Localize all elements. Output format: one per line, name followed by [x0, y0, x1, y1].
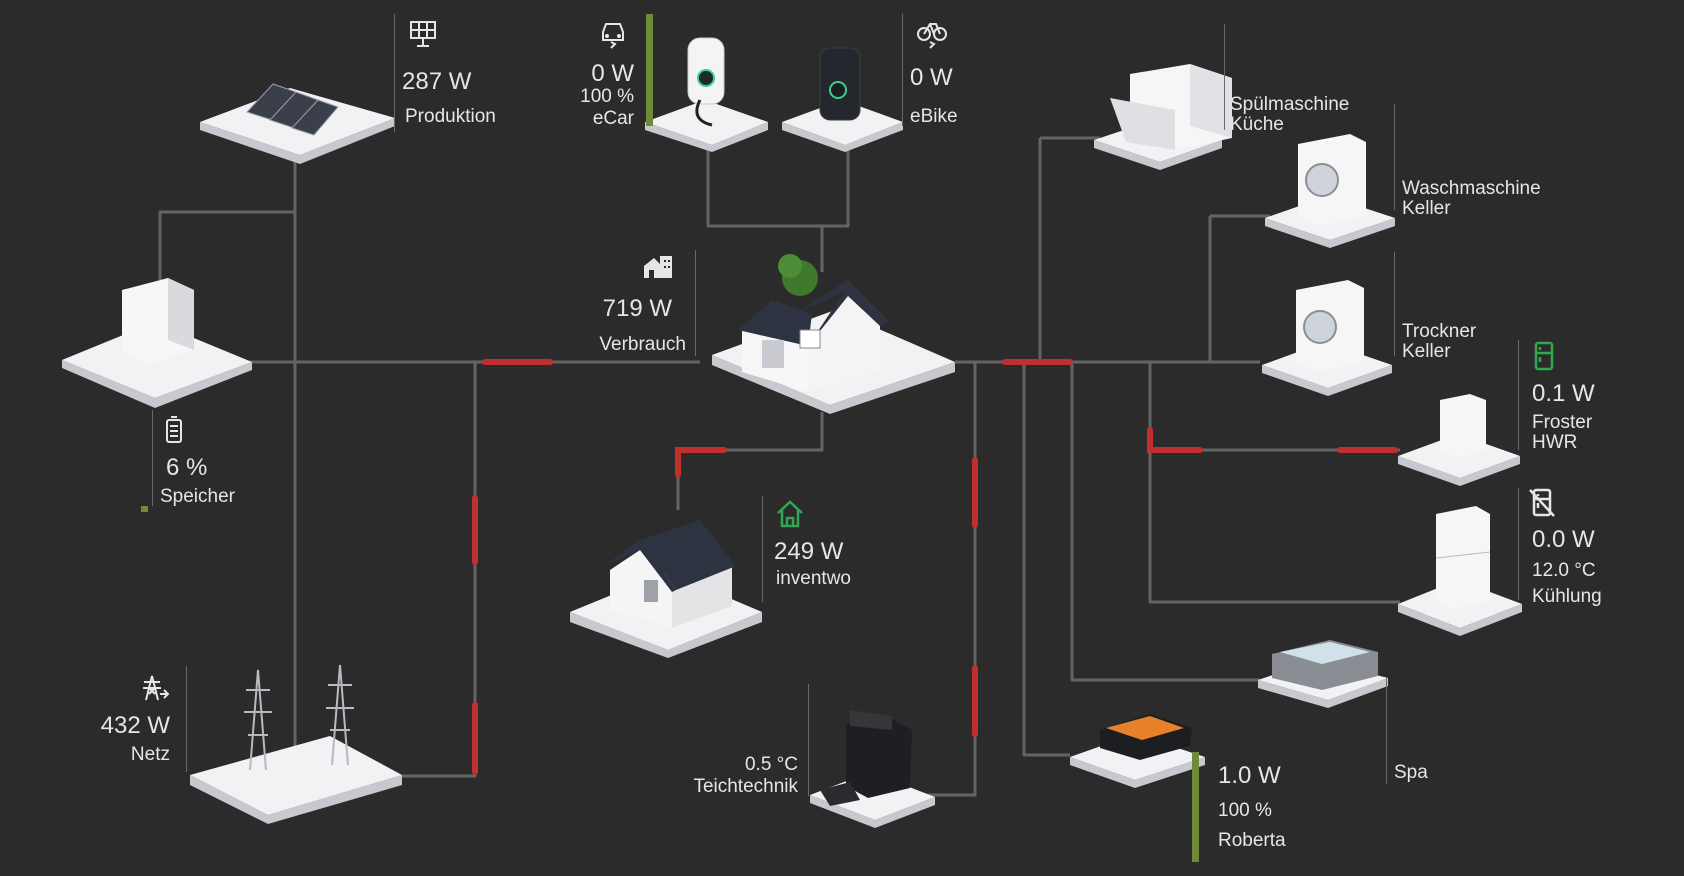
home-outline-icon	[777, 500, 803, 528]
washer-room: Keller	[1402, 198, 1451, 219]
spa-plate	[1258, 640, 1388, 708]
consumption-value: 719 W	[602, 295, 672, 322]
dryer-room: Keller	[1402, 341, 1451, 362]
storage-value: 6 %	[166, 454, 208, 481]
mower-plate	[1070, 714, 1205, 788]
line-spa	[1070, 362, 1260, 682]
grid-value: 432 W	[100, 712, 170, 739]
solar-plate	[200, 83, 395, 164]
ecar-value: 0 W	[591, 60, 634, 87]
production-value: 287 W	[402, 68, 472, 95]
inventwo-label: inventwo	[776, 568, 851, 589]
line-production	[158, 150, 297, 280]
line-inventwo	[676, 412, 824, 510]
line-mower	[1022, 362, 1070, 757]
ecar-soc-bar	[646, 14, 653, 126]
ecar-soc: 100 %	[580, 86, 634, 107]
fridge-value: 0.0 W	[1532, 526, 1595, 553]
fridge-temperature: 12.0 °C	[1532, 560, 1596, 581]
bike-charging-icon	[917, 23, 947, 49]
line-pond	[905, 362, 977, 797]
ebike-label: eBike	[910, 106, 958, 127]
fridge-off-icon	[1529, 488, 1555, 517]
line-chargers	[706, 140, 850, 228]
ecar-label: eCar	[592, 108, 634, 129]
fridge-plate	[1398, 506, 1522, 636]
power-tower-icon	[143, 675, 170, 701]
active-flow-segments	[472, 359, 1398, 775]
pond-temperature: 0.5 °C	[744, 754, 798, 775]
house-plate	[712, 254, 955, 414]
freezer-plate	[1398, 394, 1520, 486]
solar-panel-icon	[410, 21, 436, 47]
pond-label: Teichtechnik	[693, 776, 798, 797]
mower-soc-bar	[1192, 752, 1199, 862]
ebike-value: 0 W	[910, 64, 953, 91]
battery-icon	[166, 416, 182, 443]
ebike-plate	[782, 47, 903, 152]
car-charging-icon	[602, 23, 624, 49]
mower-label: Roberta	[1218, 830, 1286, 851]
storage-plate	[62, 278, 252, 408]
washer-plate	[1265, 134, 1395, 248]
line-fridge	[1148, 362, 1400, 604]
spa-label: Spa	[1394, 762, 1428, 783]
grid-plate	[190, 664, 402, 824]
storage-label: Speicher	[160, 486, 235, 507]
fridge-label: Kühlung	[1532, 586, 1602, 607]
production-label: Produktion	[405, 106, 496, 127]
freezer-name: Froster	[1532, 412, 1593, 433]
inventwo-plate	[570, 520, 762, 658]
mower-battery: 100 %	[1218, 800, 1272, 821]
pond-plate	[810, 710, 935, 828]
dishwasher-room: Küche	[1230, 114, 1284, 135]
inventwo-value: 249 W	[774, 538, 844, 565]
dishwasher-plate	[1094, 64, 1232, 170]
ecar-plate	[645, 37, 768, 152]
mower-value: 1.0 W	[1218, 762, 1281, 789]
dryer-name: Trockner	[1402, 321, 1477, 342]
dryer-plate	[1262, 280, 1392, 396]
line-grid-to-bus	[400, 362, 477, 778]
consumption-label: Verbrauch	[599, 334, 686, 355]
dishwasher-name: Spülmaschine	[1230, 94, 1350, 115]
freezer-value: 0.1 W	[1532, 380, 1595, 407]
storage-soc-bar	[141, 506, 148, 512]
freezer-room: HWR	[1532, 432, 1578, 453]
house-building-icon	[644, 256, 672, 278]
grid-label: Netz	[130, 744, 170, 765]
washer-name: Waschmaschine	[1402, 178, 1541, 199]
fridge-icon	[1534, 341, 1554, 371]
